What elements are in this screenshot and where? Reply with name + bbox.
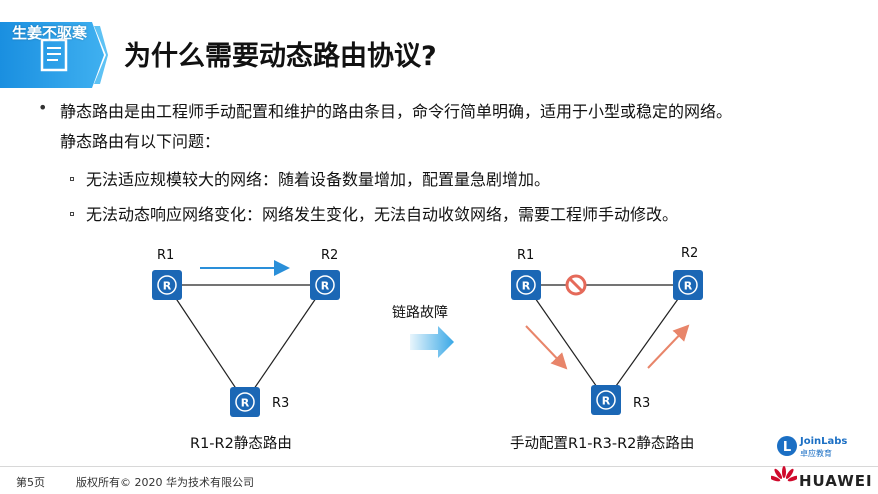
- router-icon: R: [310, 270, 340, 300]
- link-r1-r3: [166, 284, 246, 403]
- left-diagram-caption: R1-R2静态路由: [190, 436, 292, 452]
- router-icon: R: [591, 385, 621, 415]
- right-diagram-caption: 手动配置R1-R3-R2静态路由: [510, 436, 695, 452]
- router-glyph: R: [522, 280, 531, 293]
- router-label-r2: R2: [681, 246, 699, 261]
- router-label-r3: R3: [633, 396, 651, 411]
- joinlabs-logo-icon: L: [777, 436, 797, 456]
- right-arrow-icon: [410, 326, 454, 358]
- router-glyph: R: [321, 280, 330, 293]
- router-glyph: R: [241, 397, 250, 410]
- router-glyph: R: [684, 280, 693, 293]
- traffic-arrow-r3-r2: [647, 324, 690, 369]
- huawei-logo-icon: [771, 466, 797, 482]
- router-glyph: R: [163, 280, 172, 293]
- sub-bullet-mark: [70, 177, 74, 181]
- router-icon: R: [511, 270, 541, 300]
- router-label-r1: R1: [157, 248, 175, 263]
- link-failure-label: 链路故障: [392, 305, 448, 321]
- main-bullet-line1: 静态路由是由工程师手动配置和维护的路由条目，命令行简单明确，适用于小型或稳定的网…: [60, 102, 733, 121]
- document-icon: [40, 38, 68, 72]
- router-label-r1: R1: [517, 248, 535, 263]
- joinlabs-logo-text: JoinLabs: [800, 436, 848, 447]
- link-r2-r3: [244, 284, 326, 403]
- title-banner: [0, 22, 108, 88]
- link-r1-r3: [525, 284, 607, 401]
- sub-bullet-2: 无法动态响应网络变化：网络发生变化，无法自动收敛网络，需要工程师手动修改。: [86, 205, 679, 224]
- watermark-text: 生姜不驱寒: [12, 24, 88, 42]
- page-title: 为什么需要动态路由协议?: [124, 41, 437, 72]
- main-bullet-line2: 静态路由有以下问题：: [60, 132, 221, 151]
- no-entry-icon: [565, 274, 587, 296]
- footer-divider: [0, 466, 878, 467]
- router-icon: R: [230, 387, 260, 417]
- router-icon: R: [673, 270, 703, 300]
- network-diagrams: R R R R R R: [152, 260, 703, 417]
- router-icon: R: [152, 270, 182, 300]
- link-r2-r3: [605, 284, 689, 401]
- footer-copyright: 版权所有© 2020 华为技术有限公司: [76, 476, 254, 489]
- joinlabs-logo-mark: L: [783, 440, 791, 455]
- joinlabs-logo-cn: 卓应教育: [800, 449, 832, 458]
- traffic-arrow-r1-r3: [525, 325, 568, 370]
- huawei-logo-text: HUAWEI: [799, 472, 873, 490]
- sub-bullet-1: 无法适应规模较大的网络：随着设备数量增加，配置量急剧增加。: [86, 170, 551, 189]
- router-glyph: R: [602, 395, 611, 408]
- router-label-r2: R2: [321, 248, 339, 263]
- router-label-r3: R3: [272, 396, 290, 411]
- sub-bullet-mark: [70, 212, 74, 216]
- bullet-dot: •: [38, 98, 48, 117]
- footer-page-number: 第5页: [16, 476, 45, 489]
